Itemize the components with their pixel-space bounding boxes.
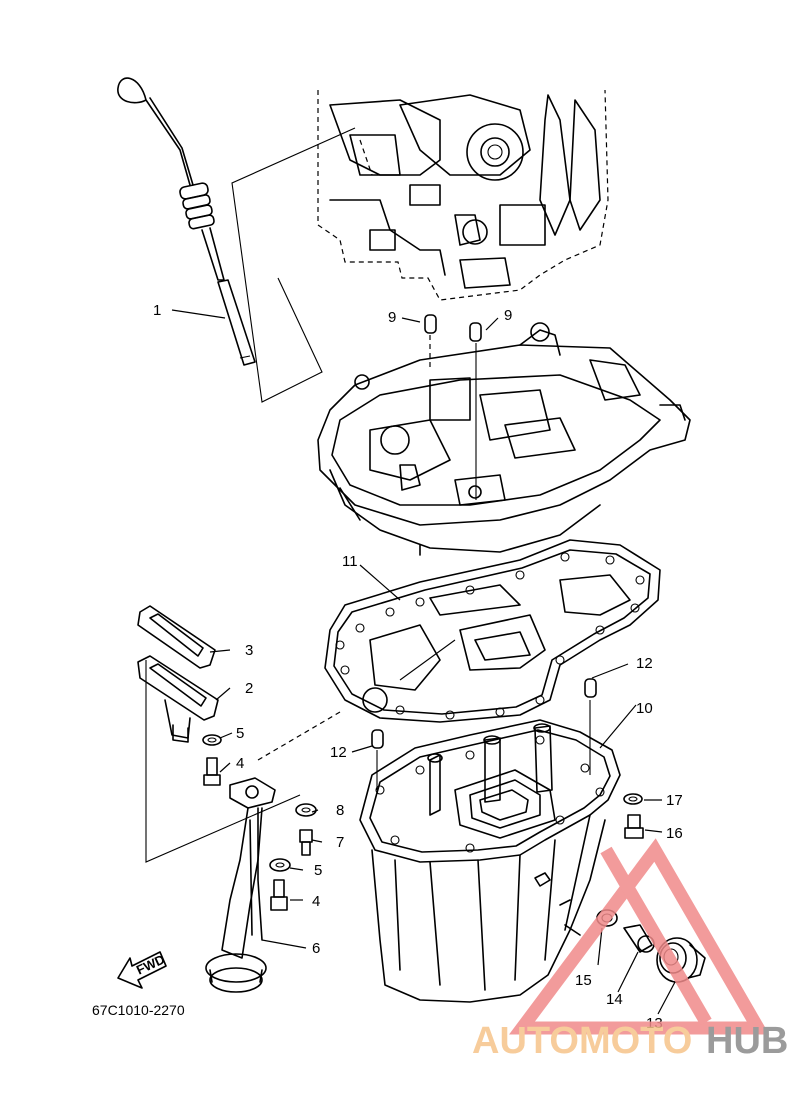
dipstick-tube-outline (231, 127, 356, 403)
callout-5-upper: 5 (236, 725, 244, 742)
bolt-16 (624, 814, 644, 839)
engine-block (317, 89, 609, 301)
callout-10: 10 (636, 700, 653, 717)
exhaust-guide (317, 322, 691, 556)
watermark-triangle-outer (509, 838, 770, 1035)
callout-4-upper: 4 (236, 755, 244, 772)
dowel-pin-12b (371, 729, 384, 790)
oil-strainer (205, 777, 276, 993)
callout-12-left: 12 (330, 744, 347, 761)
dowel-pin-9b (469, 322, 482, 500)
drawing-code: 67C1010-2270 (92, 1002, 185, 1018)
bolt-4b (270, 879, 288, 911)
callout-5-lower: 5 (314, 862, 322, 879)
callout-15: 15 (575, 972, 592, 989)
strainer-guide (257, 711, 341, 761)
callout-11: 11 (342, 553, 358, 570)
bolt-7 (299, 829, 313, 856)
washer-8 (295, 803, 317, 817)
dowel-pin-9a (424, 314, 437, 370)
washer-5b (269, 858, 291, 872)
callout-6: 6 (312, 940, 320, 957)
strainer-housing-2 (137, 655, 219, 743)
callout-9-right: 9 (504, 307, 512, 324)
callout-2: 2 (245, 680, 253, 697)
callout-4-lower: 4 (312, 893, 320, 910)
gasket-3 (137, 605, 216, 669)
gasket (324, 539, 661, 723)
callout-7: 7 (336, 834, 344, 851)
watermark-text-hub: HUB (706, 1020, 788, 1062)
callout-14: 14 (606, 991, 623, 1008)
callout-17: 17 (666, 792, 683, 809)
callout-9-left: 9 (388, 309, 396, 326)
oil-pan (359, 719, 621, 1003)
watermark-logo: AUTOMOTO HUB (472, 838, 788, 1062)
callout-12-right: 12 (636, 655, 653, 672)
callout-8: 8 (336, 802, 344, 819)
bolt-4a (203, 757, 221, 786)
fwd-arrow-icon: FWD (117, 951, 167, 989)
washer-17 (623, 793, 643, 805)
callout-3: 3 (245, 642, 253, 659)
callout-1: 1 (153, 302, 161, 319)
watermark-triangle-inner (600, 846, 712, 1026)
callout-leaders (171, 309, 676, 1015)
callout-16: 16 (666, 825, 683, 842)
dipstick (117, 77, 256, 366)
washer-5a (202, 734, 222, 746)
dowel-pin-12a (584, 678, 597, 775)
watermark-text-automoto: AUTOMOTO (472, 1020, 692, 1062)
strainer-outline (145, 660, 301, 863)
